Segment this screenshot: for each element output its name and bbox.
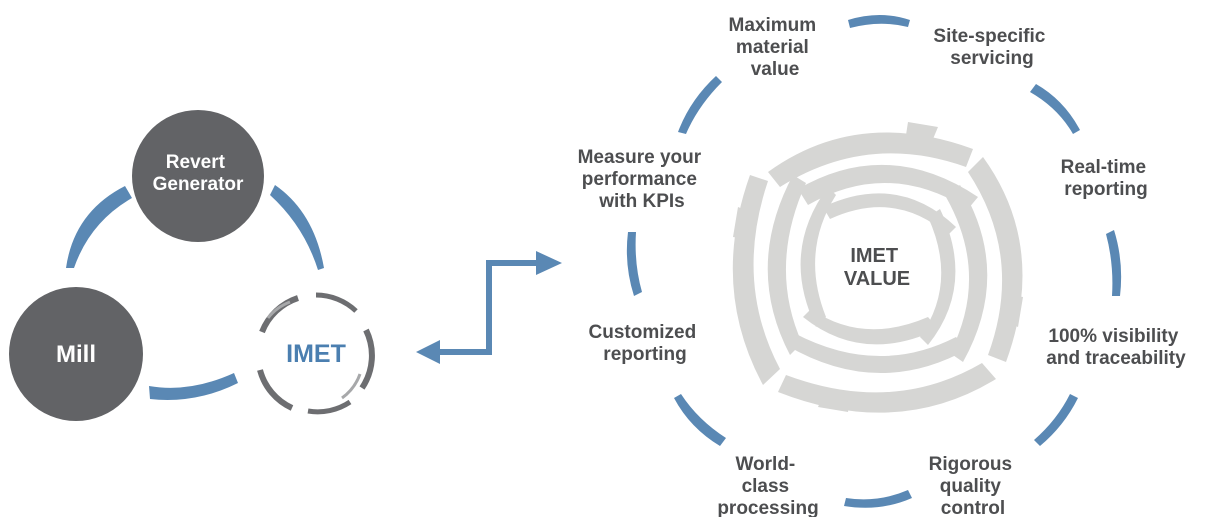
arrow-revert-to-imet [270,185,324,270]
cycle-arrow-2 [1030,84,1080,134]
connector-arrowhead-left [416,340,440,364]
revert-generator-line-2: Generator [153,174,244,195]
cycle-arrow-5 [844,490,912,508]
revert-generator-line-1: Revert [166,152,226,173]
label-measure-performance: Measure your performance with KPIs [578,147,707,212]
cycle-arrow-4 [1034,394,1078,446]
label-visibility-traceability: 100% visibility and traceability [1046,326,1186,369]
arrow-mill-to-revert [66,186,132,268]
left-cycle: Revert Generator Mill IMET [9,110,375,421]
imet-value-swirl: IMET VALUE [732,122,1023,413]
arrow-imet-to-mill [149,373,238,400]
mill-label: Mill [56,341,96,368]
mill-node [9,287,143,421]
connector-arrow [416,251,562,364]
label-rigorous-quality-control: Rigorous quality control [929,454,1018,517]
label-site-specific-servicing: Site-specific servicing [933,26,1050,69]
value-cycle-arrows [626,15,1122,508]
center-line-1: IMET [850,245,898,267]
imet-node: IMET [257,292,375,415]
imet-label: IMET [286,340,346,368]
cycle-arrow-1 [848,15,910,28]
imet-value-center-label: IMET VALUE [844,245,910,290]
revert-generator-node [132,110,264,242]
label-real-time-reporting: Real-time reporting [1061,157,1152,200]
cycle-arrow-7 [626,232,642,296]
label-maximum-material-value: Maximum material value [729,15,822,80]
center-line-2: VALUE [844,268,910,290]
connector-arrowhead-right [536,251,562,275]
label-world-class-processing: World- class processing [717,454,818,517]
cycle-arrow-8 [678,76,722,134]
label-customized-reporting: Customized reporting [589,322,702,365]
cycle-arrow-6 [674,394,726,446]
cycle-arrow-3 [1106,230,1122,296]
value-cycle-labels: Maximum material value Site-specific ser… [578,15,1187,517]
revert-generator-label: Revert Generator [153,152,244,195]
